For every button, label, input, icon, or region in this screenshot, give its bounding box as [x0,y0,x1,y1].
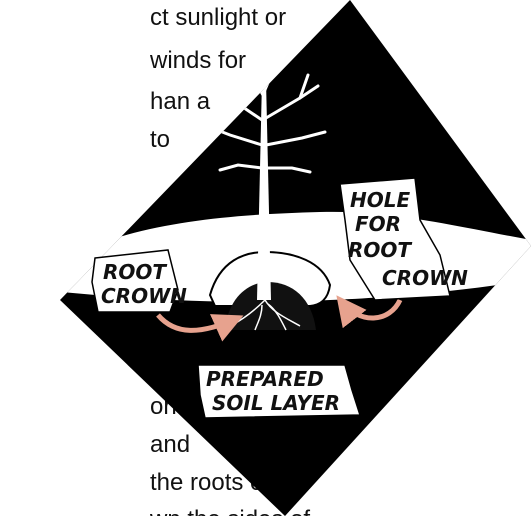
label-hole-line-1: HOLE [350,188,410,212]
label-hole-line-4: CROWN [382,266,468,290]
label-prepared-soil-layer: PREPARED SOIL LAYER [198,365,360,418]
label-prepared-line-1: PREPARED [206,367,324,391]
label-root-crown-line-1: ROOT [103,260,167,284]
label-hole-line-3: ROOT [348,238,412,262]
label-prepared-line-2: SOIL LAYER [212,391,340,415]
label-hole-line-2: FOR [355,212,401,236]
label-root-crown-line-2: CROWN [101,284,187,308]
